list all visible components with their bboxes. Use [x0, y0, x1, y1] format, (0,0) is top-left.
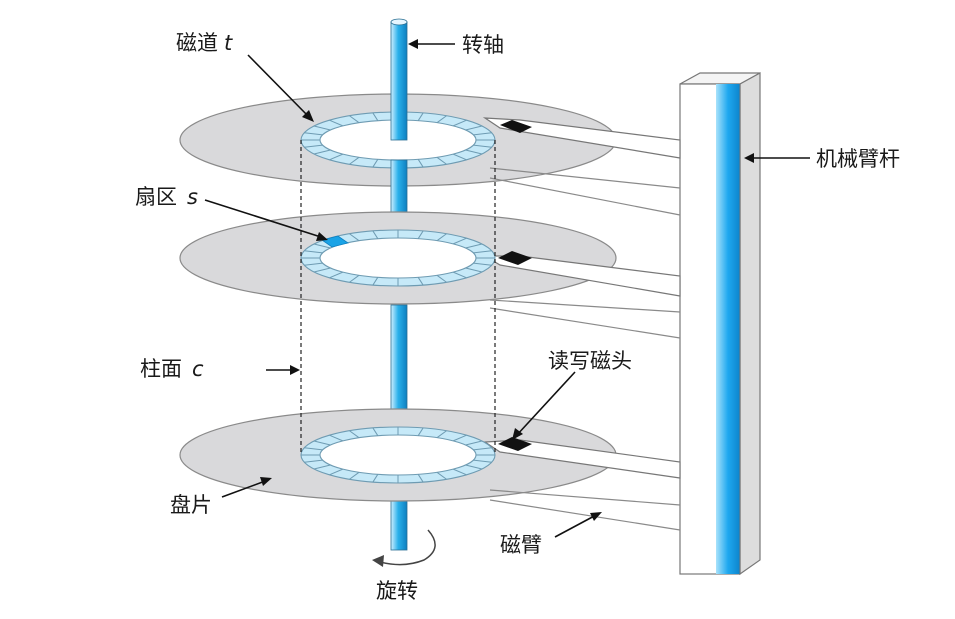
label-actuator-arm: 机械臂杆 [816, 147, 900, 171]
read-write-head-2 [498, 251, 532, 265]
sector-divider [329, 271, 344, 279]
read-write-head-3 [498, 437, 532, 451]
sector-divider [417, 159, 424, 168]
sector-divider [465, 464, 483, 470]
sector-divider [436, 430, 447, 439]
sector-divider [436, 233, 447, 242]
sector-divider [349, 471, 360, 480]
sector-divider [349, 430, 360, 439]
sector-divider [349, 274, 360, 283]
sector-divider [452, 468, 467, 476]
read-write-head-1 [500, 120, 532, 133]
sector-divider [329, 434, 344, 442]
sector-divider [473, 144, 492, 148]
sector-divider [372, 427, 379, 436]
sector-divider [465, 243, 483, 249]
sector-divider [436, 156, 447, 165]
sector-divider [417, 427, 424, 436]
sector-divider [417, 474, 424, 483]
sector-divider [304, 459, 323, 463]
platter-2 [179, 211, 681, 339]
sector-divider [313, 464, 331, 470]
label-platter: 盘片 [170, 493, 212, 517]
sector-divider [452, 119, 467, 127]
rotation-arrow-icon [372, 529, 436, 567]
sector-divider [436, 471, 447, 480]
sector-divider [452, 434, 467, 442]
sector-divider [372, 474, 379, 483]
platter-1 [179, 93, 681, 216]
spindle [390, 18, 408, 141]
sector-divider [372, 112, 379, 121]
sector-divider [349, 156, 360, 165]
label-disk-arm: 磁臂 [500, 533, 542, 557]
sector-divider [465, 267, 483, 273]
sector-divider [329, 468, 344, 476]
sector-divider [313, 440, 331, 446]
sector-divider [473, 132, 492, 136]
sector-divider [436, 115, 447, 124]
sector-divider [452, 271, 467, 279]
sector-divider [313, 149, 331, 155]
sector-divider [304, 262, 323, 266]
sector-divider [417, 277, 424, 286]
sector-dividers [301, 427, 495, 483]
label-spindle: 转轴 [462, 33, 504, 57]
sector-divider [452, 153, 467, 161]
sector-divider [473, 262, 492, 266]
sector-divider [313, 267, 331, 273]
sector-divider [417, 112, 424, 121]
label-read-write-head: 读写磁头 [548, 349, 632, 373]
sector-divider [313, 125, 331, 131]
sector-divider [465, 440, 483, 446]
sector-divider [473, 447, 492, 451]
sector-divider [349, 233, 360, 242]
sector-divider [417, 230, 424, 239]
sector-divider [304, 144, 323, 148]
sector-divider [465, 125, 483, 131]
sector-divider [304, 447, 323, 451]
sector-divider [304, 250, 323, 254]
sector-divider [452, 237, 467, 245]
sector-divider [473, 459, 492, 463]
sector-divider [473, 250, 492, 254]
sector-divider [372, 159, 379, 168]
platter-3 [179, 408, 681, 531]
cylinder-outline [300, 140, 496, 455]
sector-divider [349, 115, 360, 124]
sector-divider [436, 274, 447, 283]
sector-divider [304, 132, 323, 136]
sector-divider [313, 243, 331, 249]
leader-lines [204, 39, 810, 538]
sector-divider [465, 149, 483, 155]
label-rotation: 旋转 [376, 579, 418, 603]
spindle-bottom [390, 499, 408, 551]
actuator-arm-post [679, 71, 761, 576]
highlighted-sector [321, 235, 349, 248]
sector-divider [329, 119, 344, 127]
sector-divider [372, 277, 379, 286]
sector-divider [372, 230, 379, 239]
sector-divider [329, 153, 344, 161]
